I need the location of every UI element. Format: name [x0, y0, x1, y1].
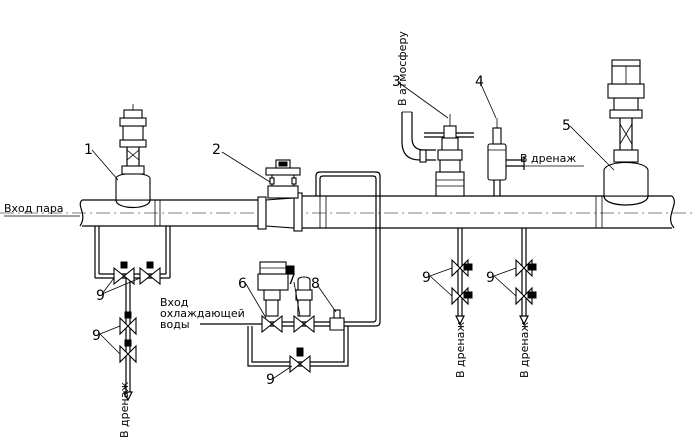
drain-label-middle: В дренаж	[454, 322, 467, 378]
steam-inlet-label: Вход пара	[4, 202, 64, 215]
cooling-water-label-2: охлаждающей	[160, 307, 245, 320]
valve-5	[603, 59, 649, 206]
valve-6	[257, 261, 295, 334]
position-9-a: 9	[96, 288, 105, 304]
valve-8	[329, 309, 345, 331]
valve-9-h	[515, 258, 537, 278]
valve-7	[293, 276, 315, 334]
position-9-e: 9	[486, 270, 495, 286]
position-9-b: 9	[92, 328, 101, 344]
valve-9-i	[515, 286, 537, 306]
drain-label-right: В дренаж	[518, 322, 531, 378]
position-5: 5	[562, 118, 571, 134]
cooling-water-assembly	[200, 261, 352, 374]
cooling-water-label-3: воды	[160, 318, 190, 331]
drain-label-left: В дренаж	[118, 382, 131, 438]
left-drain-loop	[94, 226, 171, 402]
valve-2	[257, 159, 303, 232]
cooling-water-line	[315, 171, 381, 327]
valve-9-a	[113, 261, 135, 286]
valve-9-c	[119, 311, 137, 336]
valve-9-b	[139, 261, 161, 286]
drain-left-right	[451, 228, 473, 326]
position-9-d: 9	[422, 270, 431, 286]
main-steam-pipe	[0, 195, 693, 229]
position-2: 2	[212, 142, 221, 158]
position-7: 7	[287, 272, 296, 288]
atmosphere-label: В атмосферу	[396, 31, 409, 106]
drain-label-top: В дренаж	[520, 152, 576, 165]
valve-9-d	[119, 339, 137, 364]
position-9-c: 9	[266, 372, 275, 388]
leader-lines	[4, 81, 615, 379]
valve-1	[115, 104, 151, 209]
drain-separator-4	[487, 118, 525, 196]
position-4: 4	[475, 74, 484, 90]
position-6: 6	[238, 276, 247, 292]
valve-9-f	[451, 258, 473, 278]
cooling-water-label-1: Вход	[160, 296, 189, 309]
position-3: 3	[392, 74, 401, 90]
position-8: 8	[311, 276, 320, 292]
drain-right	[515, 228, 537, 326]
valve-9-e	[289, 347, 311, 374]
valve-3	[401, 111, 474, 197]
position-1: 1	[84, 142, 93, 158]
